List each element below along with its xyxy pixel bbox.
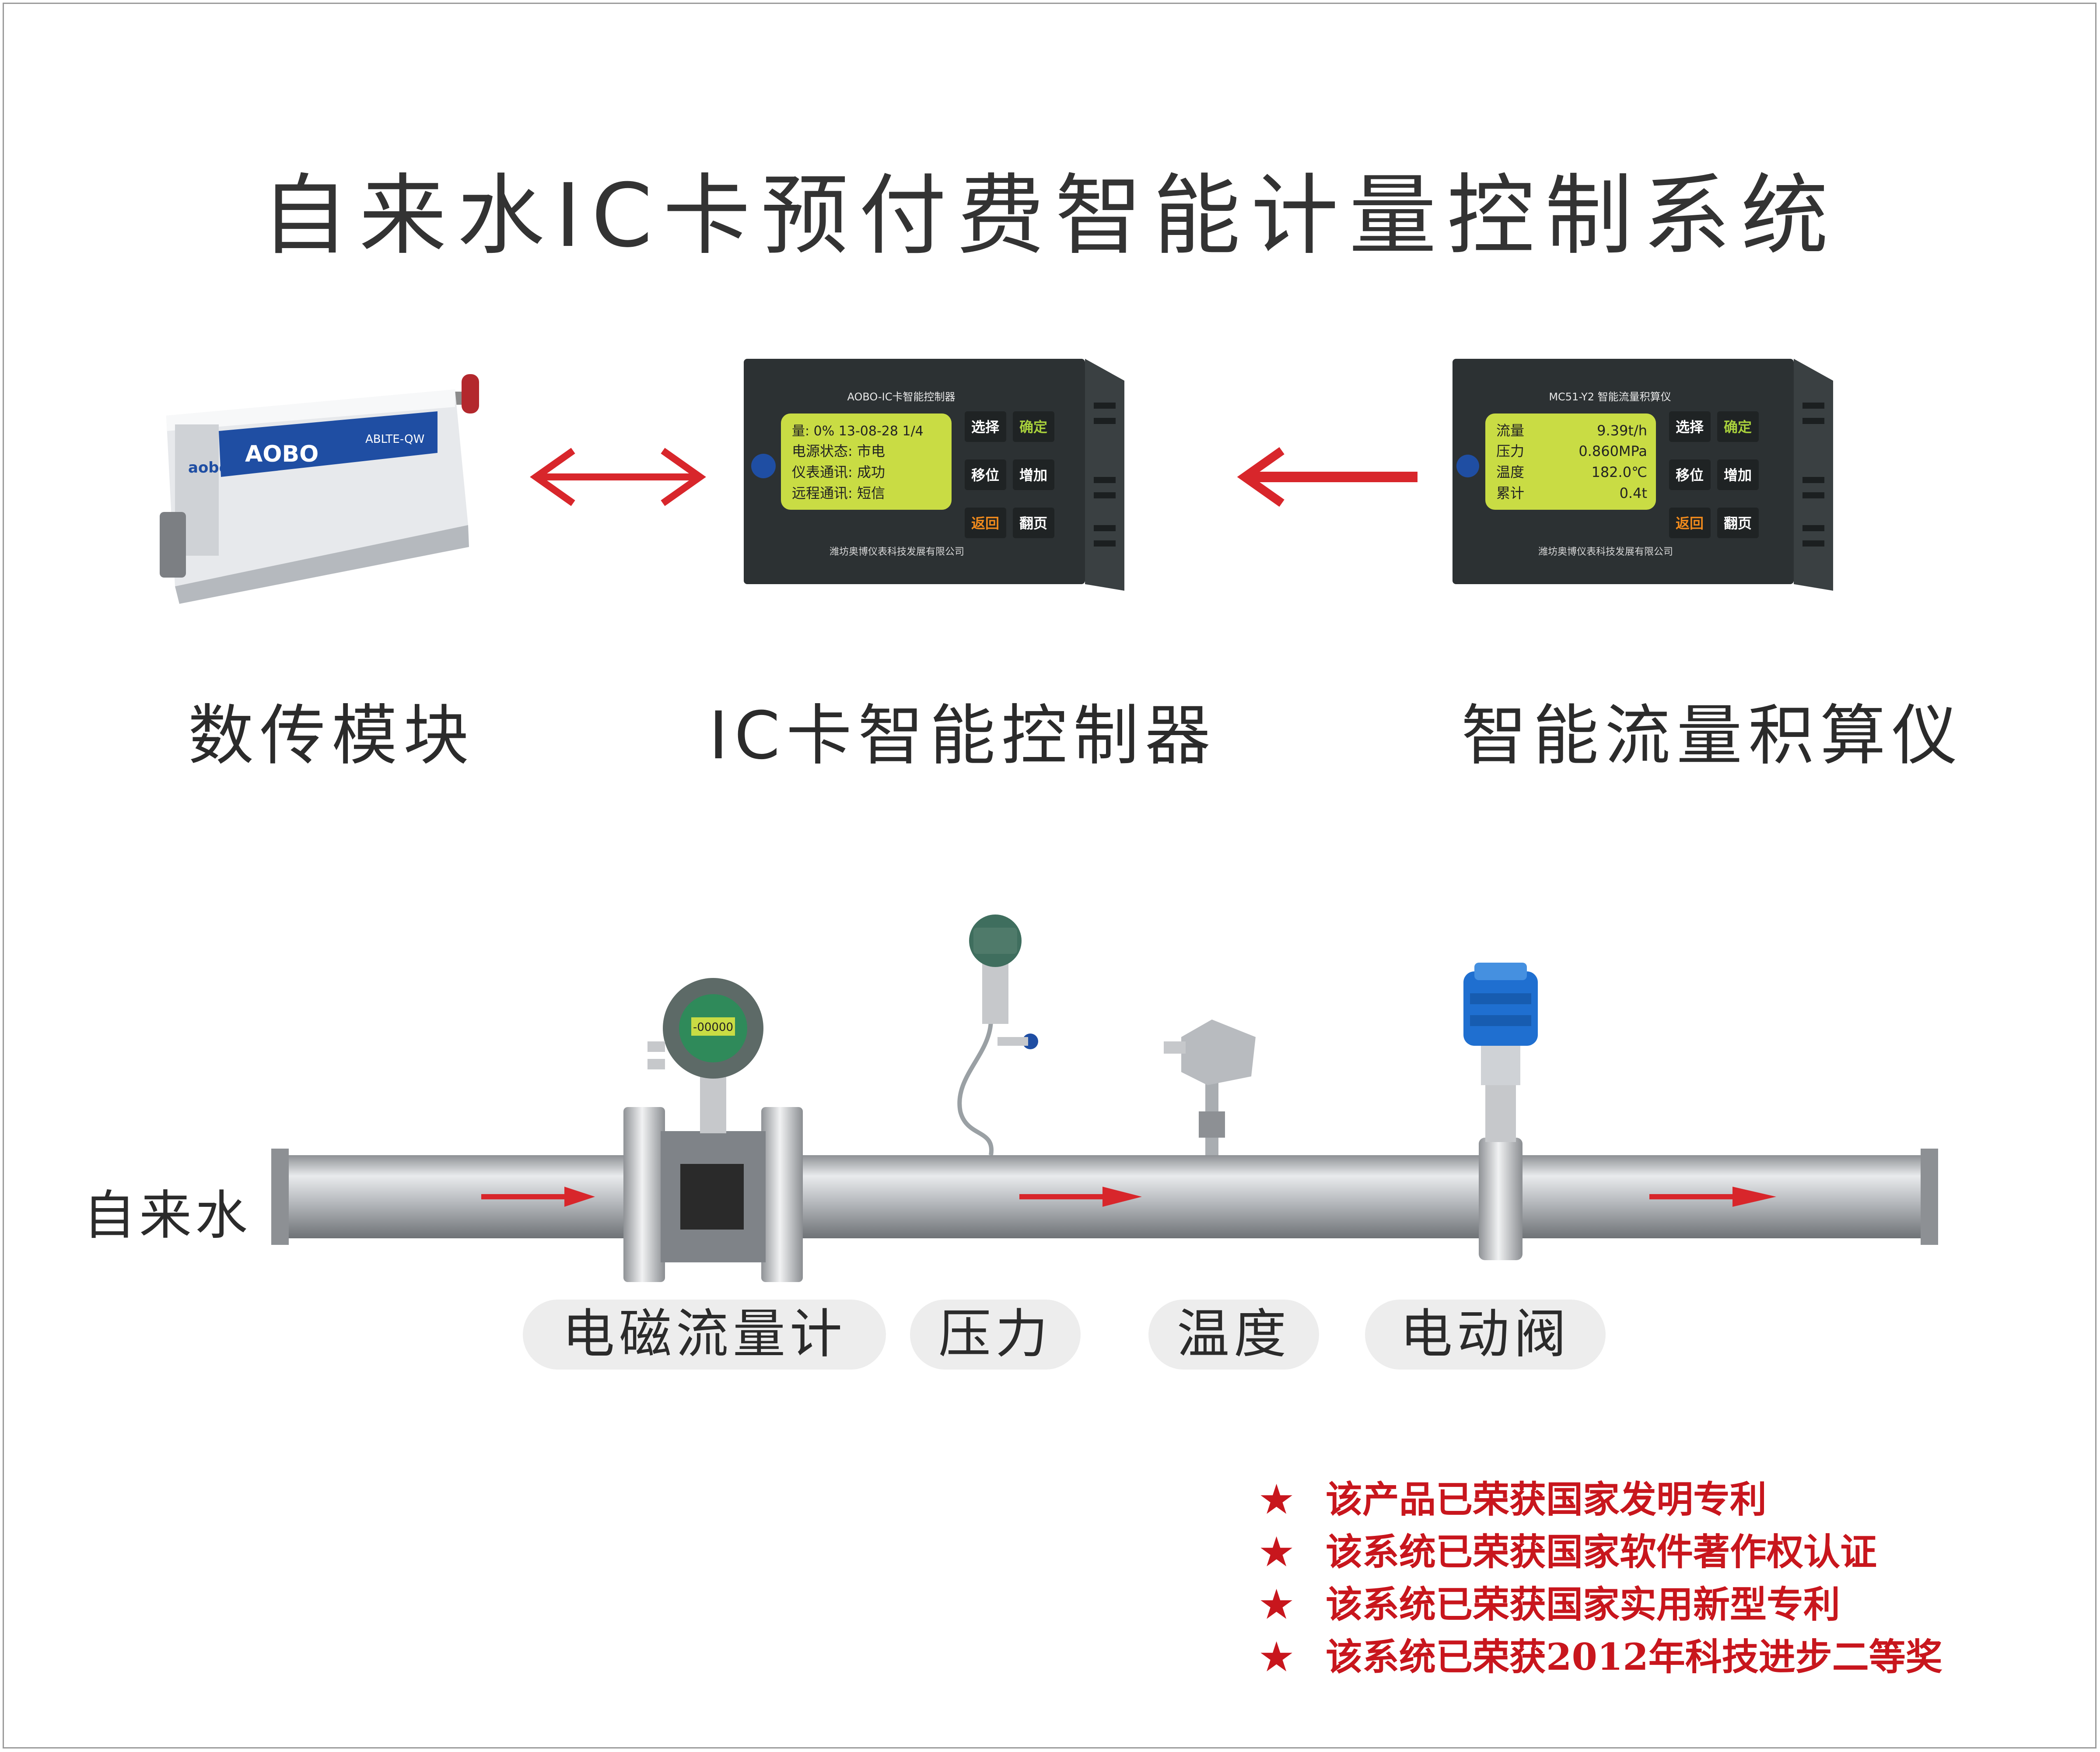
totalizer-logo-icon <box>1456 455 1479 477</box>
totalizer-reading-value-1: 9.39t/h <box>1597 422 1647 439</box>
controller-panel-title: AOBO-IC卡智能控制器 <box>847 391 956 403</box>
controller-button-page: 翻页 <box>1019 515 1047 532</box>
star-icon: ★ <box>1260 1530 1293 1573</box>
award-item: ★该系统已荣获国家软件著作权认证 <box>1260 1530 1877 1573</box>
controller-label: IC卡智能控制器 <box>709 698 1217 774</box>
pipeline-diagram: -00000 <box>271 915 1938 1282</box>
flow-totalizer: MC51-Y2 智能流量积算仪 流量 9.39t/h 压力 0.860MPa 温… <box>1452 359 1833 591</box>
controller-lcd <box>781 413 952 510</box>
star-icon: ★ <box>1260 1478 1293 1521</box>
controller-logo-icon <box>751 454 776 478</box>
totalizer-button-confirm: 确定 <box>1724 419 1752 435</box>
modem-brand: AOBO <box>245 441 318 467</box>
device-row: aobo AOBO ABLTE-QW AOBO-IC卡智能控制器 量: 0% 1… <box>160 359 1833 604</box>
image-border <box>3 3 2096 1748</box>
ic-card-controller: AOBO-IC卡智能控制器 量: 0% 13-08-28 1/4 电源状态: 市… <box>744 359 1124 591</box>
totalizer-reading-name-3: 温度 <box>1496 464 1524 480</box>
totalizer-reading-name-4: 累计 <box>1496 485 1524 501</box>
electromagnetic-flowmeter: -00000 <box>623 978 803 1282</box>
component-label-valve: 电动阀 <box>1365 1300 1606 1370</box>
totalizer-company: 潍坊奥博仪表科技发展有限公司 <box>1538 547 1673 557</box>
totalizer-lcd <box>1485 413 1656 510</box>
totalizer-reading-name-2: 压力 <box>1496 443 1524 459</box>
star-icon: ★ <box>1260 1583 1293 1626</box>
totalizer-reading-value-4: 0.4t <box>1620 485 1647 501</box>
flow-arrow-icon <box>481 1187 1776 1207</box>
component-label-pressure: 压力 <box>910 1300 1081 1370</box>
totalizer-reading-value-3: 182.0℃ <box>1591 464 1647 480</box>
totalizer-panel-title: MC51-Y2 智能流量积算仪 <box>1549 391 1671 403</box>
controller-button-increase: 增加 <box>1019 467 1047 484</box>
controller-screen-line-4: 远程通讯: 短信 <box>792 485 885 501</box>
component-label-temperature: 温度 <box>1148 1300 1319 1370</box>
controller-screen-line-2: 电源状态: 市电 <box>792 443 885 459</box>
totalizer-reading-value-2: 0.860MPa <box>1578 443 1647 459</box>
tap-water-label: 自来水 <box>83 1185 251 1246</box>
award-item: ★该系统已荣获国家实用新型专利 <box>1260 1583 1841 1626</box>
totalizer-button-shift: 移位 <box>1676 467 1704 484</box>
totalizer-button-select: 选择 <box>1676 419 1704 435</box>
controller-button-confirm: 确定 <box>1019 419 1047 435</box>
totalizer-buttons: 选择 确定 移位 增加 返回 翻页 <box>1669 411 1759 538</box>
controller-button-shift: 移位 <box>971 467 999 484</box>
totalizer-reading-name-1: 流量 <box>1496 422 1524 439</box>
pressure-transmitter <box>957 915 1038 1156</box>
electric-valve <box>1463 963 1538 1260</box>
component-label-flowmeter: 电磁流量计 <box>523 1300 886 1370</box>
modem-logo-text: aobo <box>188 459 229 477</box>
award-item: ★该系统已荣获2012年科技进步二等奖 <box>1260 1635 1942 1678</box>
controller-button-select: 选择 <box>971 419 1000 435</box>
controller-screen-line-3: 仪表通讯: 成功 <box>792 464 885 480</box>
award-item: ★该产品已荣获国家发明专利 <box>1260 1478 1767 1521</box>
totalizer-label: 智能流量积算仪 <box>1461 698 1964 774</box>
controller-button-back: 返回 <box>971 515 999 532</box>
controller-screen-line-1: 量: 0% 13-08-28 1/4 <box>792 424 924 439</box>
bidirectional-arrow-icon <box>530 448 706 506</box>
totalizer-button-increase: 增加 <box>1724 467 1752 484</box>
totalizer-button-page: 翻页 <box>1724 515 1752 532</box>
left-arrow-icon <box>1237 447 1418 507</box>
data-transfer-module: aobo AOBO ABLTE-QW <box>160 374 479 604</box>
controller-buttons: 选择 确定 移位 增加 返回 翻页 <box>965 411 1054 538</box>
temperature-sensor <box>1164 1020 1256 1155</box>
totalizer-button-back: 返回 <box>1676 515 1704 532</box>
controller-company: 潍坊奥博仪表科技发展有限公司 <box>830 547 964 557</box>
page-title: 自来水IC卡预付费智能计量控制系统 <box>261 165 1839 267</box>
star-icon: ★ <box>1260 1635 1293 1678</box>
flowmeter-display: -00000 <box>693 1021 733 1034</box>
modem-brand-band <box>219 411 438 477</box>
modem-label: 数传模块 <box>188 698 476 774</box>
modem-model: ABLTE-QW <box>365 433 424 446</box>
